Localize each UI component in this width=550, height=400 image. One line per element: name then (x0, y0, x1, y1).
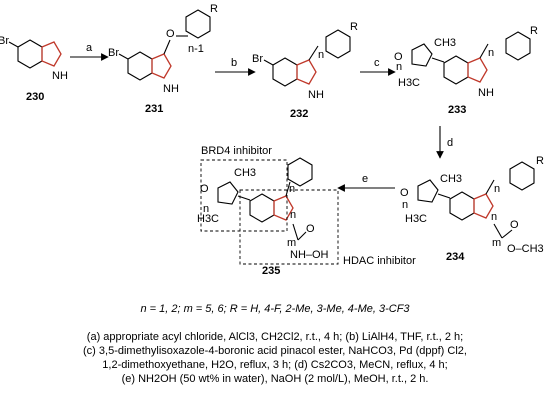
svg-text:n-1: n-1 (188, 43, 204, 55)
compound-230-structure: Br NH (0, 35, 68, 82)
svg-text:O: O (400, 187, 409, 199)
svg-text:NH: NH (163, 83, 179, 95)
svg-text:R: R (210, 3, 218, 15)
svg-text:R: R (536, 155, 544, 167)
svg-text:CH3: CH3 (434, 37, 456, 49)
brd4-inhibitor-label: BRD4 inhibitor (201, 145, 272, 157)
svg-text:R: R (350, 21, 358, 33)
nh-label: NH (52, 70, 68, 82)
svg-text:H3C: H3C (398, 77, 420, 89)
bromo-label: Br (0, 35, 9, 47)
compound-233-structure: O n CH3 H3C NH n R (394, 25, 538, 99)
compound-235-structure: O n CH3 H3C n n m O NH–OH (197, 157, 329, 261)
compound-230-label: 230 (26, 91, 44, 103)
svg-text:n: n (494, 183, 500, 195)
compound-234-label: 234 (446, 251, 465, 263)
hdac-box (239, 189, 339, 265)
svg-text:NH: NH (308, 89, 324, 101)
hdac-inhibitor-label: HDAC inhibitor (343, 255, 416, 267)
reaction-scheme: Br NH 230 a Br NH O R n-1 231 b Br NH n … (0, 3, 544, 277)
compound-235-label: 235 (262, 265, 280, 277)
step-a-label: a (86, 42, 93, 54)
svg-text:O–CH3: O–CH3 (507, 243, 544, 255)
svg-text:n: n (402, 199, 408, 211)
svg-text:n: n (203, 203, 209, 215)
step-d-label: d (447, 137, 453, 149)
svg-text:m: m (492, 237, 501, 249)
svg-text:NH: NH (478, 87, 494, 99)
step-e-label: e (362, 173, 368, 185)
compound-231-structure: Br NH O R n-1 (108, 3, 218, 95)
svg-text:O: O (166, 28, 175, 40)
svg-text:CH3: CH3 (234, 167, 256, 179)
svg-text:m: m (287, 237, 296, 249)
compound-232-structure: Br NH n R (252, 21, 358, 101)
svg-text:H3C: H3C (405, 213, 427, 225)
step-c-label: c (374, 57, 380, 69)
svg-text:R: R (530, 25, 538, 37)
variable-definitions: n = 1, 2; m = 5, 6; R = H, 4-F, 2-Me, 3-… (140, 303, 410, 315)
conditions-line: (e) NH2OH (50 wt% in water), NaOH (2 mol… (121, 373, 429, 385)
conditions-line: (a) appropriate acyl chloride, AlCl3, CH… (86, 331, 464, 343)
svg-text:n: n (290, 209, 296, 221)
svg-text:Br: Br (252, 53, 263, 65)
svg-text:O: O (394, 51, 403, 63)
compound-232-label: 232 (290, 108, 308, 120)
svg-text:n: n (488, 47, 494, 59)
svg-text:H3C: H3C (197, 213, 219, 225)
svg-text:n: n (289, 183, 295, 195)
conditions-line: 1,2-dimethoxyethane, H2O, reflux, 3 h; (… (102, 359, 448, 371)
step-b-label: b (231, 57, 237, 69)
svg-text:O: O (200, 183, 209, 195)
conditions-line: (c) 3,5-dimethylisoxazole-4-boronic acid… (83, 345, 467, 357)
svg-text:Br: Br (108, 47, 119, 59)
svg-text:n: n (318, 49, 324, 61)
compound-233-label: 233 (448, 104, 466, 116)
brd4-box (200, 159, 288, 232)
compound-231-label: 231 (145, 103, 163, 115)
svg-text:O: O (510, 219, 519, 231)
svg-text:n: n (491, 211, 497, 223)
svg-text:CH3: CH3 (440, 173, 462, 185)
svg-text:O: O (306, 223, 315, 235)
svg-text:NH–OH: NH–OH (290, 249, 329, 261)
reaction-conditions: (a) appropriate acyl chloride, AlCl3, CH… (0, 330, 550, 386)
svg-text:n: n (396, 61, 402, 73)
compound-234-structure: O n CH3 H3C n n R m O O–CH3 (400, 155, 544, 255)
